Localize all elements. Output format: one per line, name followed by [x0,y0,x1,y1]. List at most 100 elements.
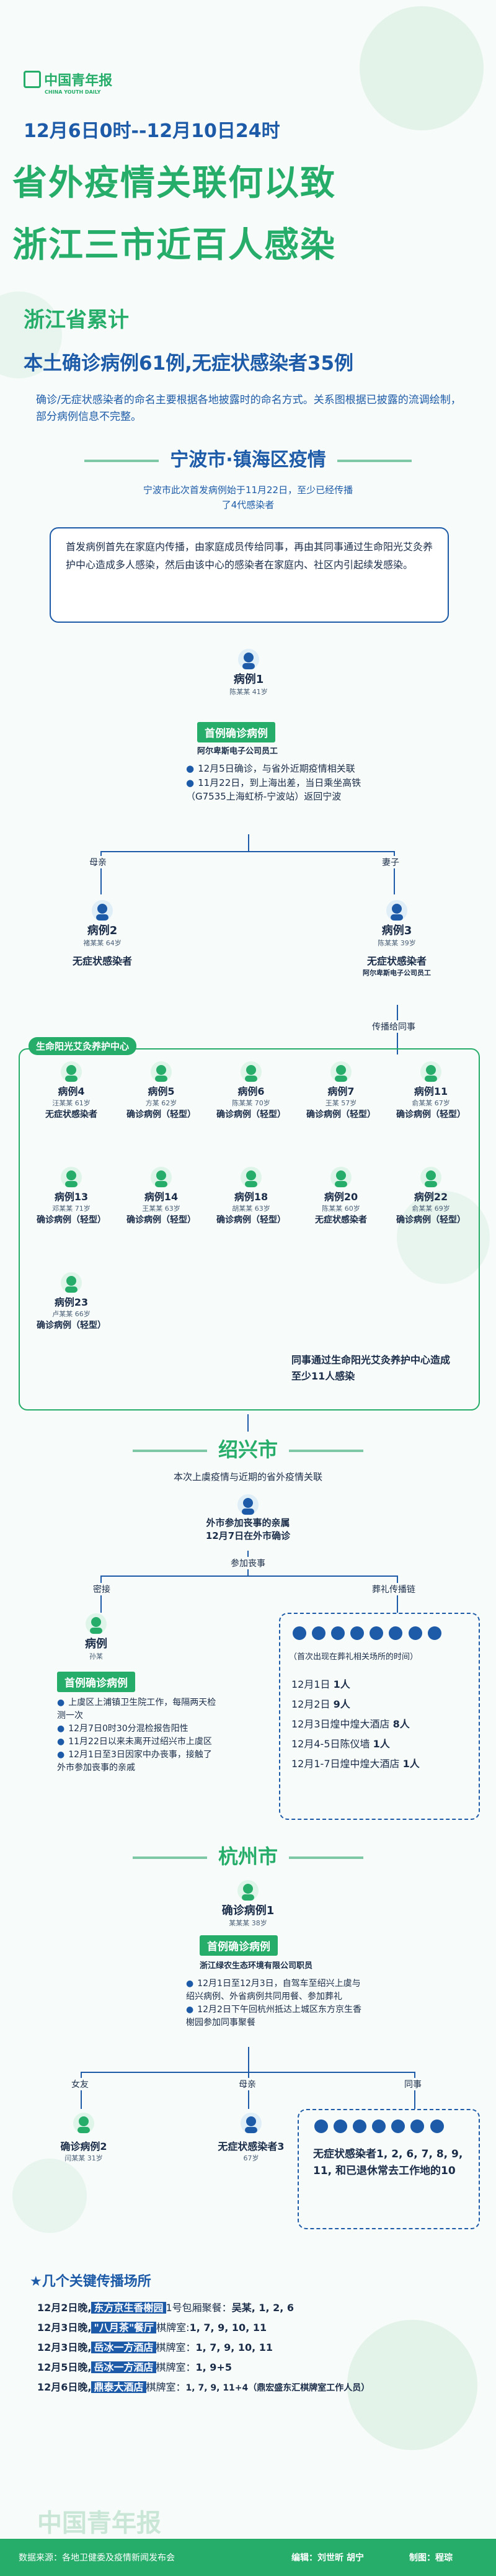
person-icon [237,1494,259,1516]
funeral-box [279,1613,480,1820]
hangzhou-section-title: 杭州市 [0,1841,496,1870]
case-status: 确诊病例（轻型） [126,1215,196,1225]
person-icon [60,1061,82,1083]
list-item: 12月4-5日陈仪墙 1人 [291,1738,390,1750]
person-icon [91,899,113,922]
ningbo-title: 宁波市·镇海区疫情 [170,449,326,471]
case-status: 确诊病例（轻型） [396,1110,466,1120]
funeral-icons [291,1625,471,1644]
person-icon [372,2119,386,2133]
cumulative-label: 浙江省累计 [24,308,129,332]
person-icon [237,1879,259,1902]
case-person: 王某某 [142,1205,163,1213]
footer-maker: 制图：程琮 [409,2553,453,2563]
shaoxing-case-status: 首例确诊病例 [57,1672,135,1692]
list-item: ●11月22日，到上海出差，当日乘坐高铁（G7535上海虹桥-宁波站）返回宁波 [186,777,361,803]
list-item: ●12月1日至3日因家中办丧事，接触了外市参加丧事的亲戚 [57,1750,212,1773]
case-person: 褚某某 [83,939,104,947]
shaoxing-origin: 外市参加丧事的亲属 12月7日在外市确诊 [186,1494,310,1542]
case-person: 某某某 [229,1919,250,1927]
case-age: 38岁 [251,1919,267,1927]
cumulative-stats: 本土确诊病例61例,无症状感染者35例 [24,352,354,375]
case-name: 病例11 [414,1085,448,1097]
colleague-box [298,2109,480,2229]
shaoxing-case: 病例 孙某 [56,1613,136,1661]
attend-label: 参加丧事 [231,1557,265,1569]
person-icon [237,648,260,671]
case-person: 俞某某 [412,1205,433,1213]
origin-line2: 12月7日在外市确诊 [205,1530,291,1541]
ningbo-case1-bullets: ●12月5日确诊，与省外近期疫情相关联 ●11月22日，到上海出差，当日乘坐高铁… [186,762,391,804]
virus-decoration [12,2159,87,2233]
case-age: 67岁 [243,2154,259,2162]
title-line2: 浙江三市近百人感染 [12,225,336,265]
case-age: 41岁 [252,688,268,696]
person-icon [331,1626,345,1640]
person-icon [73,2112,95,2134]
center-case: 病例14 王某某 63岁确诊病例（轻型） [121,1166,202,1226]
case-name: 病例14 [144,1191,179,1203]
case-name: 确诊病例2 [60,2141,107,2152]
case-person: 邓某某 [52,1205,73,1213]
list-item: 12月1-7日煌中煌大酒店 1人 [291,1758,420,1770]
virus-decoration [397,1191,490,1284]
case-age: 64岁 [105,939,122,947]
case-name: 病例18 [234,1191,268,1203]
person-icon [427,1626,441,1640]
case-age: 39岁 [400,939,416,947]
person-icon [350,1626,365,1640]
case-person: 汪某某 [52,1099,73,1107]
person-icon [386,899,408,922]
list-item: ●上虞区上浦镇卫生院工作，每隔两天检测一次 [57,1698,216,1721]
person-icon [420,1166,442,1188]
ningbo-case1-status: 首例确诊病例 [197,722,275,742]
hangzhou-case1-work: 浙江绿农生态环境有限公司职员 [200,1961,313,1971]
case-person: 孙某 [89,1652,103,1660]
case-age: 31岁 [87,2154,103,2162]
list-item: ●12月1日至12月3日，自驾车至绍兴上虞与绍兴病例、外省病例共同用餐、参加葬礼 [186,1979,361,2002]
case-status: 确诊病例（轻型） [216,1215,286,1225]
case-age: 63岁 [164,1205,180,1213]
person-icon [370,1626,384,1640]
footer-bar [0,2539,496,2576]
places-title: ★几个关键传播场所 [30,2274,151,2289]
ningbo-case1: 病例1 陈某某 41岁 [196,648,301,697]
case-age: 66岁 [74,1310,91,1318]
case-name: 病例22 [414,1191,448,1203]
funeral-note: （首次出现在葬礼相关场所的时间） [289,1652,418,1662]
list-item: 12月6日晚,鼎泰大酒店棋牌室：1, 7, 9, 11+4（鼎宏盛东汇棋牌室工作… [37,2381,370,2393]
case-name: 病例4 [58,1085,85,1097]
logo: 中国青年报 CHINA YOUTH DAILY [24,69,112,95]
person-icon [410,2119,425,2133]
rel-funeral: 葬礼传播链 [372,1583,415,1595]
funeral-list: 12月1日 1人 12月2日 9人 12月3日煌中煌大酒店 8人 12月4-5日… [291,1675,471,1774]
case-age: 71岁 [74,1205,91,1213]
person-icon [389,1626,403,1640]
origin-line1: 外市参加丧事的亲属 [206,1517,290,1528]
case-status: 确诊病例（轻型） [396,1215,466,1225]
case-age: 63岁 [254,1205,270,1213]
rel-wife: 妻子 [379,856,402,868]
person-icon [240,1166,262,1188]
footer-source: 数据来源：各地卫健委及疫情新闻发布会 [19,2553,175,2563]
rel-friend: 女友 [71,2078,89,2090]
case-name: 病例1 [233,673,264,686]
case-work: 阿尔卑斯电子公司员工 [363,969,431,977]
list-item: ●12月7日0时30分混检报告阳性 [57,1724,188,1734]
person-icon [391,2119,405,2133]
shaoxing-summary: 本次上虞疫情与近期的省外疫情关联 [173,1471,322,1482]
logo-en: CHINA YOUTH DAILY [45,89,101,95]
rel-close: 密接 [93,1583,110,1595]
person-icon [85,1613,107,1635]
person-icon [312,1626,326,1640]
case-name: 病例7 [327,1085,355,1097]
case-person: 陈某某 [229,688,250,696]
case-status: 确诊病例（轻型） [306,1110,376,1120]
